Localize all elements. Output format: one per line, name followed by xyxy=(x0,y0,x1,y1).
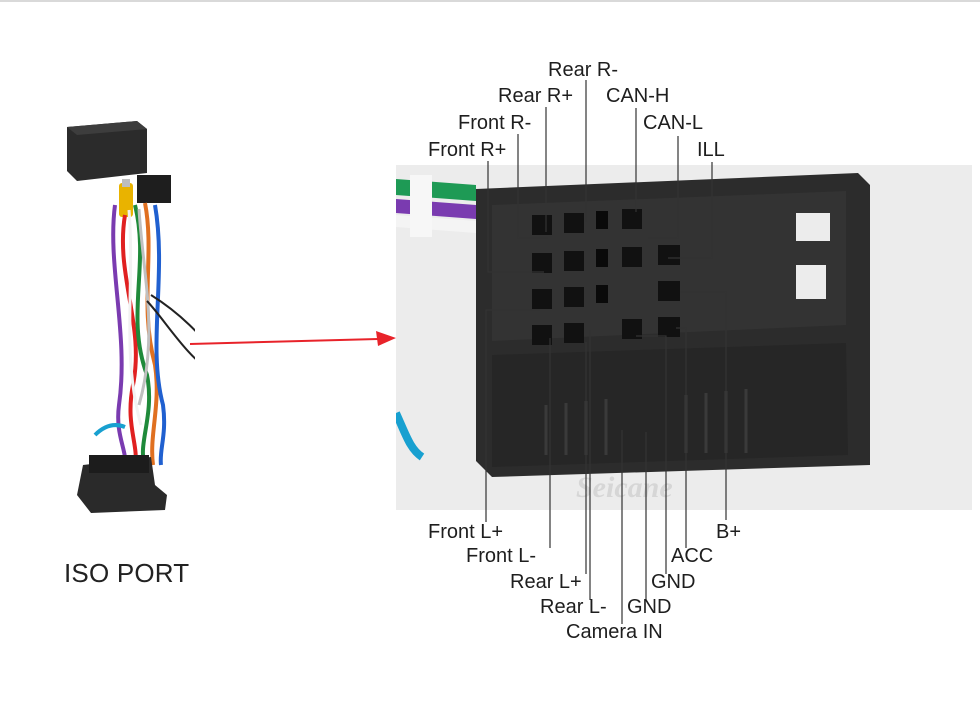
pin-label-can-h: CAN-H xyxy=(606,85,670,107)
pin-label-rear-l-minus: Rear L- xyxy=(540,596,607,618)
top-leader-lines xyxy=(487,80,713,273)
wiring-harness-image xyxy=(67,121,195,513)
pin-label-acc: ACC xyxy=(671,545,714,567)
pin-label-rear-r-plus: Rear R+ xyxy=(498,85,574,107)
pin-label-can-l: CAN-L xyxy=(643,112,704,134)
pin-label-ill: ILL xyxy=(697,139,725,161)
arrow-head-icon xyxy=(376,331,396,346)
pin-label-front-l-plus: Front L+ xyxy=(428,521,504,543)
pin-label-rear-l-plus: Rear L+ xyxy=(510,571,582,593)
pin-label-front-l-minus: Front L- xyxy=(466,545,537,567)
watermark-text: Seicane xyxy=(576,471,673,504)
iso-port-caption: ISO PORT xyxy=(64,558,190,588)
pointer-arrow-line xyxy=(189,338,379,345)
pin-label-camera-in: Camera IN xyxy=(566,621,663,643)
pin-label-front-r-minus: Front R- xyxy=(458,112,532,134)
pin-label-b-plus: B+ xyxy=(716,521,742,543)
connector-closeup-image: Seicane xyxy=(396,165,972,510)
top-divider xyxy=(0,0,980,2)
pin-label-gnd-1: GND xyxy=(651,571,696,593)
bottom-leader-lines xyxy=(485,291,727,624)
pin-label-front-r-plus: Front R+ xyxy=(428,139,507,161)
pin-label-rear-r-minus: Rear R- xyxy=(548,59,619,81)
pin-label-gnd-2: GND xyxy=(627,596,672,618)
